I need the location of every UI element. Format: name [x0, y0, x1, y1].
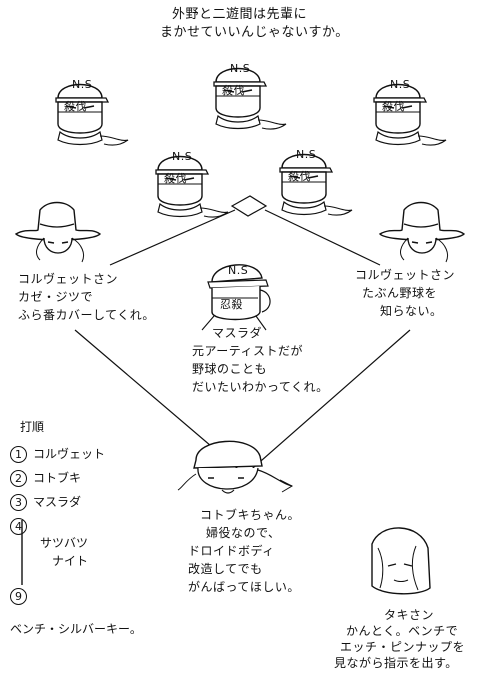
order-name-2: コトブキ — [33, 471, 82, 485]
order-range-label-2: ナイト — [52, 554, 89, 568]
header-line-1: 外野と二遊間は先輩に — [172, 7, 308, 22]
order-num-2: 2 — [10, 470, 27, 487]
cap-logo-pitcher: N.S — [228, 264, 249, 277]
order-entry-3: 3 マスラダ — [10, 494, 81, 511]
diamond-lines — [74, 209, 411, 476]
order-name-3: マスラダ — [33, 495, 82, 509]
note-catcher-2: 婦役なので、 — [206, 526, 281, 540]
order-num-4: 4 — [10, 518, 27, 535]
order-entry-2: 2 コトブキ — [10, 470, 81, 487]
note-left-3: ふら番カバーしてくれ。 — [18, 308, 155, 322]
mask-text-rf: 殺伐 — [382, 100, 405, 113]
note-pitcher-4: だいたいわかってくれ。 — [192, 380, 329, 394]
note-catcher-1: コトブキちゃん。 — [200, 508, 301, 522]
mask-text-lf: 殺伐 — [64, 100, 87, 113]
order-entry-9: 9 — [10, 588, 33, 605]
corvette-right — [379, 201, 465, 263]
bench-note: ベンチ・シルバーキー。 — [10, 622, 142, 636]
ninja-center-field — [213, 67, 287, 130]
mask-text-ss: 殺伐 — [164, 172, 187, 185]
mask-text-cf: 殺伐 — [222, 84, 245, 97]
note-right-3: 知らない。 — [380, 304, 443, 318]
order-num-3: 3 — [10, 494, 27, 511]
note-catcher-3: ドロイドボディ — [188, 544, 275, 558]
second-base — [230, 195, 268, 217]
note-catcher-4: 改造してでも — [188, 562, 263, 576]
cap-logo-lf: N.S — [72, 78, 93, 91]
corvette-left — [15, 201, 101, 263]
note-right-2: たぶん野球を — [362, 286, 438, 300]
order-num-9: 9 — [10, 588, 27, 605]
note-pitcher-2: 元アーティストだが — [192, 344, 304, 358]
cap-logo-cf: N.S — [230, 62, 251, 75]
order-entry-1: 1 コルヴェット — [10, 446, 105, 463]
masurada-pitcher — [201, 264, 271, 331]
note-manager-2: かんとく。ベンチで — [346, 624, 459, 638]
ninja-second-base — [279, 153, 353, 216]
header-line-2: まかせていいんじゃないすか。 — [160, 25, 349, 40]
note-manager-3: エッチ・ピンナップを — [340, 640, 466, 654]
mask-text-pitcher: 忍殺 — [220, 298, 243, 311]
order-name-1: コルヴェット — [33, 447, 106, 461]
note-catcher-5: がんばってほしい。 — [188, 580, 300, 594]
ninja-shortstop — [155, 155, 229, 218]
cap-logo-ss: N.S — [172, 150, 193, 163]
note-manager-4: 見ながら指示を出す。 — [334, 656, 458, 670]
order-entry-4: 4 — [10, 518, 33, 535]
note-right-1: コルヴェットさン — [355, 268, 456, 282]
order-range-label-1: サツバツ — [40, 536, 89, 550]
order-num-1: 1 — [10, 446, 27, 463]
taki-manager — [371, 527, 431, 595]
ninja-right-field — [373, 83, 447, 146]
batting-order-title: 打順 — [20, 420, 45, 434]
note-pitcher-1: マスラダ — [212, 326, 263, 340]
note-left-2: カゼ・ジツで — [18, 290, 94, 304]
ninja-left-field — [55, 83, 129, 146]
note-left-1: コルヴェットさン — [18, 272, 119, 286]
kotobuki-catcher — [177, 440, 294, 494]
note-pitcher-3: 野球のことも — [192, 362, 268, 376]
cap-logo-rf: N.S — [390, 78, 411, 91]
note-manager-1: タキさン — [384, 608, 435, 622]
cap-logo-2b: N.S — [296, 148, 317, 161]
mask-text-2b: 殺伐 — [288, 170, 311, 183]
